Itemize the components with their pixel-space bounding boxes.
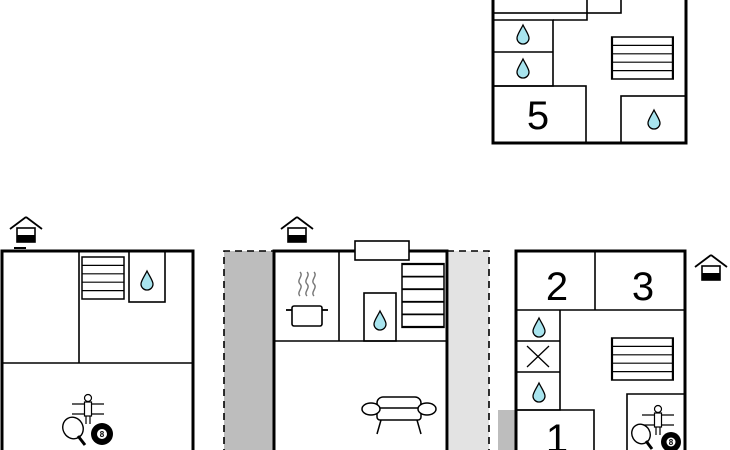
water-drop-icon xyxy=(516,24,530,45)
room-number-1: 1 xyxy=(546,417,568,450)
staircase-icon xyxy=(81,256,125,300)
room-number-2: 2 xyxy=(546,265,568,309)
table-tennis-icon xyxy=(631,423,654,450)
right-building: 2 3 1 8 xyxy=(498,249,728,450)
middle-building xyxy=(223,216,490,450)
water-drop-icon xyxy=(532,317,546,338)
entrance-icon xyxy=(280,216,314,243)
svg-text:8: 8 xyxy=(669,438,674,447)
room-number-3: 3 xyxy=(632,265,654,309)
terrace xyxy=(224,251,274,450)
room-number-5: 5 xyxy=(527,94,549,138)
staircase-icon xyxy=(400,262,446,329)
table-tennis-icon xyxy=(62,416,87,446)
water-drop-icon xyxy=(647,109,661,130)
billiard-ball-icon: 8 xyxy=(91,423,113,445)
water-drop-icon xyxy=(532,382,546,403)
staircase-icon xyxy=(610,336,674,382)
svg-text:8: 8 xyxy=(100,430,105,439)
water-drop-icon xyxy=(373,310,387,331)
sofa-icon xyxy=(361,396,437,435)
entrance-icon xyxy=(9,216,43,243)
foosball-icon xyxy=(72,393,104,424)
cooking-pot-icon xyxy=(286,271,328,327)
terrace xyxy=(498,410,516,450)
entrance-icon xyxy=(694,254,728,281)
water-drop-icon xyxy=(516,58,530,79)
window xyxy=(354,240,410,261)
billiard-ball-icon: 8 xyxy=(661,432,681,450)
staircase-icon xyxy=(610,35,674,81)
upper-floor: 5 xyxy=(491,0,688,145)
water-drop-icon xyxy=(140,270,154,291)
left-building: 8 xyxy=(0,216,195,450)
terrace xyxy=(449,251,489,450)
foosball-icon xyxy=(642,404,674,435)
storage-x-icon xyxy=(526,345,550,368)
